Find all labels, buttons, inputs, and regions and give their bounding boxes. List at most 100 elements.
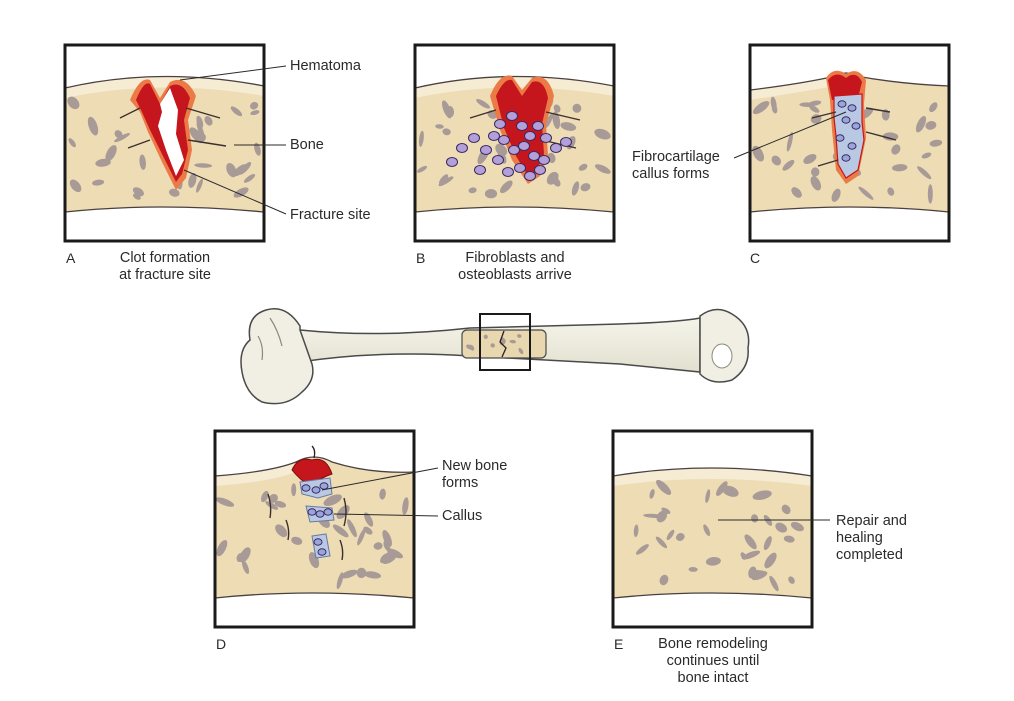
panel-a-caption: Clot formation at fracture site: [119, 250, 211, 283]
spongy-bone-spot: [551, 176, 561, 187]
spongy-bone-spot: [239, 162, 252, 175]
spongy-bone-spot: [552, 111, 561, 130]
panel-b-caption: Fibroblasts and osteoblasts arrive: [458, 250, 572, 283]
spongy-bone-spot: [831, 188, 841, 202]
cell: [480, 145, 492, 155]
spongy-bone-spot: [764, 552, 777, 569]
spongy-bone-spot: [740, 552, 747, 560]
spongy-bone-spot: [105, 145, 117, 162]
spongy-bone-spot: [188, 172, 197, 188]
spongy-bone-spot: [915, 115, 927, 133]
cell: [837, 100, 847, 108]
spongy-bone-spot: [233, 187, 249, 198]
spongy-bone-spot: [383, 540, 391, 552]
spongy-bone-spot: [476, 99, 491, 109]
spongy-bone-spot: [929, 102, 938, 113]
bone-proximal-head: [240, 308, 314, 405]
spongy-bone-spot: [250, 101, 259, 110]
spongy-bone-spot: [363, 571, 382, 579]
cell: [317, 548, 327, 556]
spongy-bone-spot: [517, 334, 522, 338]
spongy-bone-spot: [810, 167, 820, 177]
callout-bone: Bone: [290, 137, 324, 153]
spongy-bone-spot: [741, 550, 761, 560]
spongy-bone-spot: [357, 528, 366, 546]
spongy-bone-spot: [799, 102, 815, 108]
cell: [524, 171, 536, 181]
panel-e: [611, 429, 814, 629]
panel-c-letter: C: [750, 250, 761, 266]
spongy-bone-spot: [703, 524, 711, 536]
cell: [841, 116, 851, 124]
spongy-bone-spot: [887, 187, 895, 196]
spongy-bone-spot: [275, 524, 288, 538]
cell: [534, 165, 546, 175]
spongy-bone-spot: [769, 575, 779, 592]
spongy-bone-spot: [571, 181, 580, 196]
panel-e-letter: E: [614, 636, 624, 652]
cell: [560, 137, 572, 147]
panel-b: [413, 43, 616, 243]
cell: [315, 510, 325, 518]
spongy-bone-spot: [643, 513, 664, 519]
spongy-bone-spot: [87, 116, 99, 136]
spongy-bone-spot: [204, 116, 213, 126]
spongy-bone-spot: [168, 188, 180, 197]
spongy-bone-spot: [402, 497, 409, 515]
spongy-bone-spot: [196, 121, 205, 139]
spongy-bone-spot: [751, 571, 768, 581]
spongy-bone-spot: [69, 179, 82, 193]
leader-new-bone: [321, 467, 439, 491]
leader-callus: [333, 513, 439, 517]
spongy-bone-spot: [803, 154, 817, 164]
cell: [446, 157, 458, 167]
cell: [313, 538, 323, 546]
cell: [514, 163, 526, 173]
spongy-bone-spot: [649, 489, 655, 499]
spongy-bone-spot: [656, 479, 672, 495]
cell: [468, 133, 480, 143]
spongy-bone-spot: [921, 152, 932, 159]
spongy-bone-spot: [484, 189, 498, 199]
spongy-bone-spot: [633, 524, 639, 538]
spongy-bone-spot: [466, 344, 473, 350]
spongy-bone-spot: [744, 534, 757, 550]
spongy-bone-spot: [752, 101, 770, 115]
spongy-bone-spot: [363, 526, 373, 535]
spongy-bone-spot: [250, 110, 260, 116]
cell: [550, 143, 562, 153]
spongy-bone-spot: [771, 155, 782, 166]
spongy-bone-spot: [241, 560, 250, 574]
cell: [307, 508, 317, 516]
spongy-bone-spot: [553, 104, 561, 113]
spongy-bone-spot: [925, 121, 937, 130]
spongy-bone-spot: [379, 488, 386, 500]
cell: [518, 141, 530, 151]
spongy-bone-spot: [716, 481, 728, 496]
cell: [847, 142, 857, 150]
cell: [506, 111, 518, 121]
spongy-bone-spot: [675, 533, 685, 541]
spongy-bone-spot: [133, 193, 141, 200]
spongy-bone-spot: [243, 174, 256, 183]
spongy-bone-spot: [661, 507, 671, 515]
panel-c-frame: [748, 43, 951, 243]
spongy-bone-spot: [809, 105, 820, 113]
spongy-bone-spot: [356, 567, 367, 579]
spongy-bone-spot: [226, 162, 237, 178]
panel-a: [63, 43, 266, 243]
spongy-bone-spot: [442, 128, 451, 136]
spongy-bone-spot: [347, 519, 357, 538]
spongy-bone-spot: [254, 142, 261, 156]
fibroblast-cells: [446, 111, 572, 181]
spongy-bone-spot: [688, 566, 698, 572]
spongy-bone-spot: [705, 556, 721, 566]
cell: [508, 145, 520, 155]
spongy-bone-spot: [373, 542, 383, 550]
panel-a-letter: A: [66, 250, 76, 266]
spongy-bone-spot: [927, 184, 933, 204]
leader-hematoma: [179, 65, 287, 81]
spongy-bone-spot: [139, 154, 146, 170]
cell: [538, 155, 550, 165]
